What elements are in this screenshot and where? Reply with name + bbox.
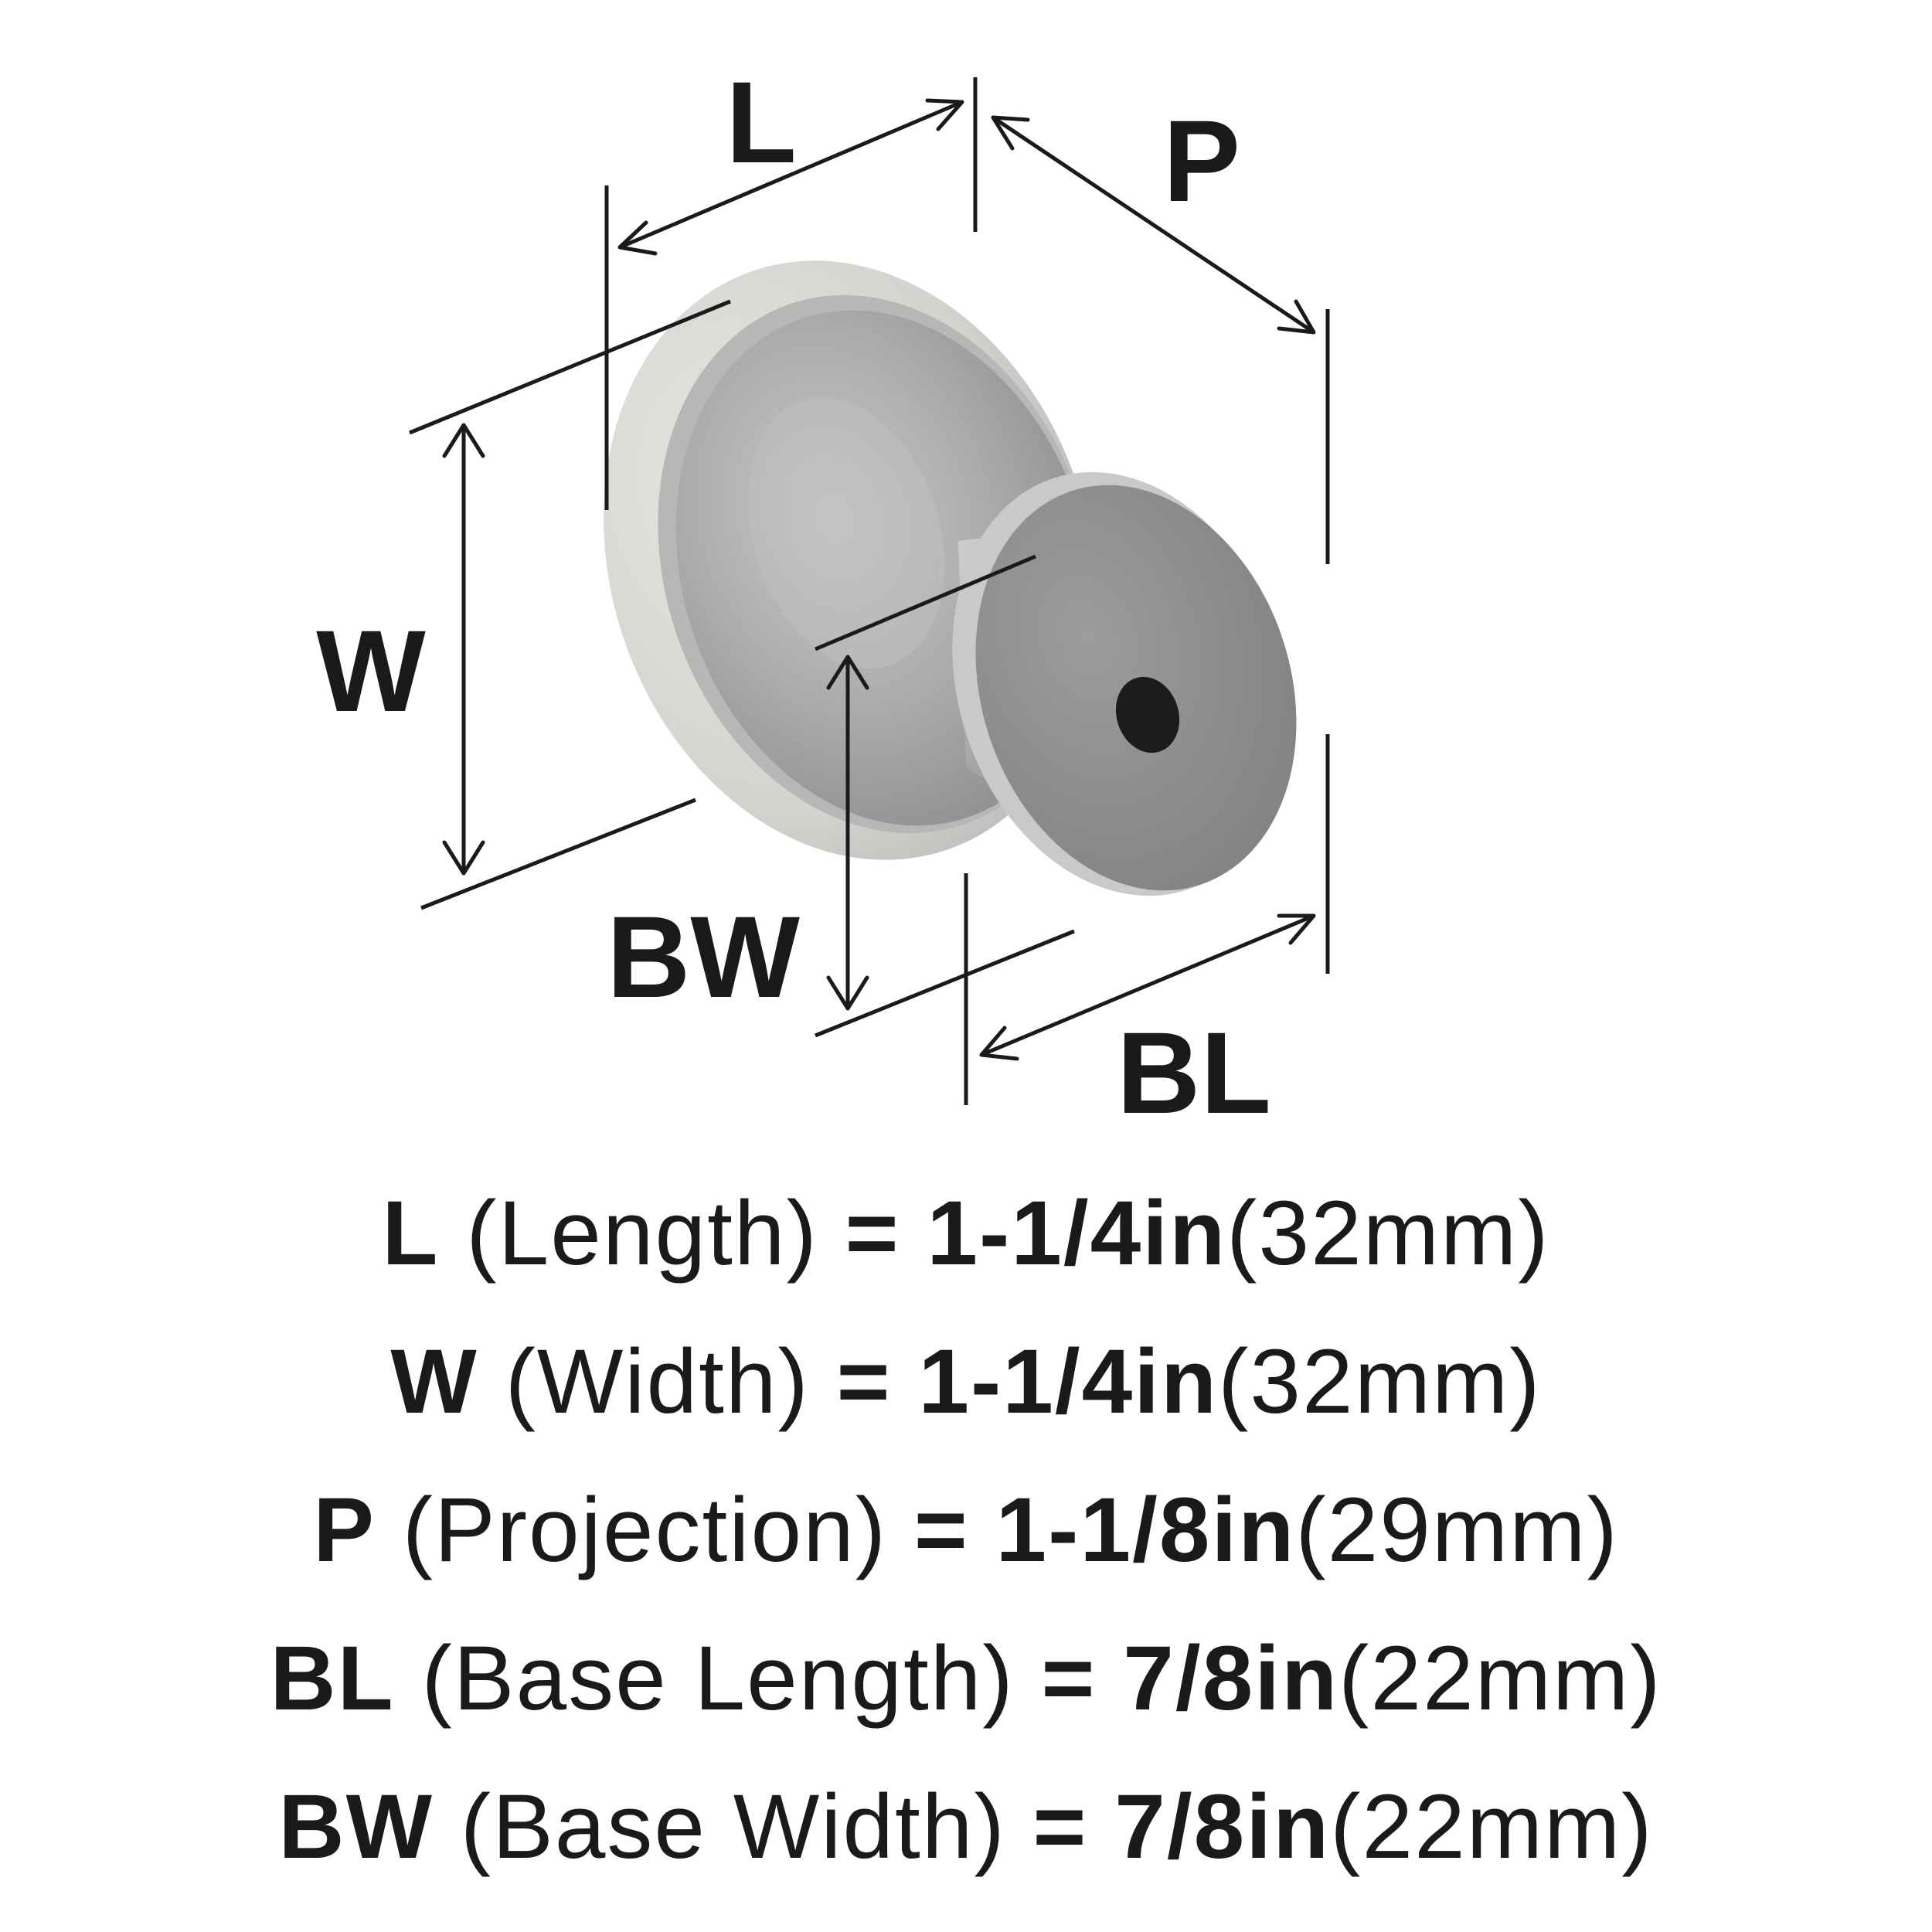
spec-equals: =: [1032, 1776, 1088, 1878]
spec-code: BL: [270, 1628, 395, 1730]
spec-equals: =: [845, 1182, 900, 1284]
spec-equals: =: [836, 1331, 892, 1433]
spec-inch-value: 7/8in: [1114, 1776, 1331, 1878]
spec-mm-value: (32mm): [1226, 1182, 1550, 1284]
screw-hole: [1115, 676, 1180, 753]
spec-code: L: [382, 1182, 440, 1284]
label-BL: BL: [1117, 1008, 1271, 1138]
spec-code: P: [313, 1479, 376, 1581]
arrow-L: [619, 100, 963, 250]
dimension-arrows: [442, 98, 1316, 1061]
spec-name: (Length): [466, 1182, 818, 1284]
spec-row-projection: P (Projection) = 1-1/8in(29mm): [0, 1456, 1932, 1604]
label-L: L: [726, 57, 797, 187]
dimension-diagram: L P W BW BL: [316, 57, 1330, 1138]
spec-name: (Base Width): [460, 1776, 1006, 1878]
spec-name: (Projection): [402, 1479, 888, 1581]
spec-row-base-width: BW (Base Width) = 7/8in(22mm): [0, 1753, 1932, 1901]
spec-equals: =: [913, 1479, 969, 1581]
arrow-BL: [981, 913, 1315, 1057]
spec-code: W: [390, 1331, 478, 1433]
dimension-spec-list: L (Length) = 1-1/4in(32mm) W (Width) = 1…: [0, 1159, 1932, 1901]
spec-code: BW: [278, 1776, 434, 1878]
knob-face-highlight: [748, 397, 944, 669]
arrow-P: [992, 115, 1315, 335]
cabinet-knob-illustration: [603, 260, 1297, 896]
spec-inch-value: 1-1/4in: [927, 1182, 1227, 1284]
spec-inch-value: 1-1/8in: [995, 1479, 1296, 1581]
label-BW: BW: [607, 892, 800, 1022]
spec-inch-value: 7/8in: [1123, 1628, 1339, 1730]
spec-row-base-length: BL (Base Length) = 7/8in(22mm): [0, 1604, 1932, 1753]
spec-row-length: L (Length) = 1-1/4in(32mm): [0, 1159, 1932, 1308]
spec-row-width: W (Width) = 1-1/4in(32mm): [0, 1308, 1932, 1456]
spec-mm-value: (29mm): [1295, 1479, 1619, 1581]
label-P: P: [1163, 96, 1240, 226]
spec-equals: =: [1041, 1628, 1097, 1730]
spec-inch-value: 1-1/4in: [918, 1331, 1219, 1433]
spec-mm-value: (22mm): [1330, 1776, 1654, 1878]
extension-lines: [409, 77, 1330, 1105]
spec-name: (Width): [505, 1331, 810, 1433]
spec-name: (Base Length): [421, 1628, 1015, 1730]
spec-mm-value: (32mm): [1218, 1331, 1542, 1433]
label-W: W: [316, 606, 426, 736]
spec-mm-value: (22mm): [1338, 1628, 1662, 1730]
